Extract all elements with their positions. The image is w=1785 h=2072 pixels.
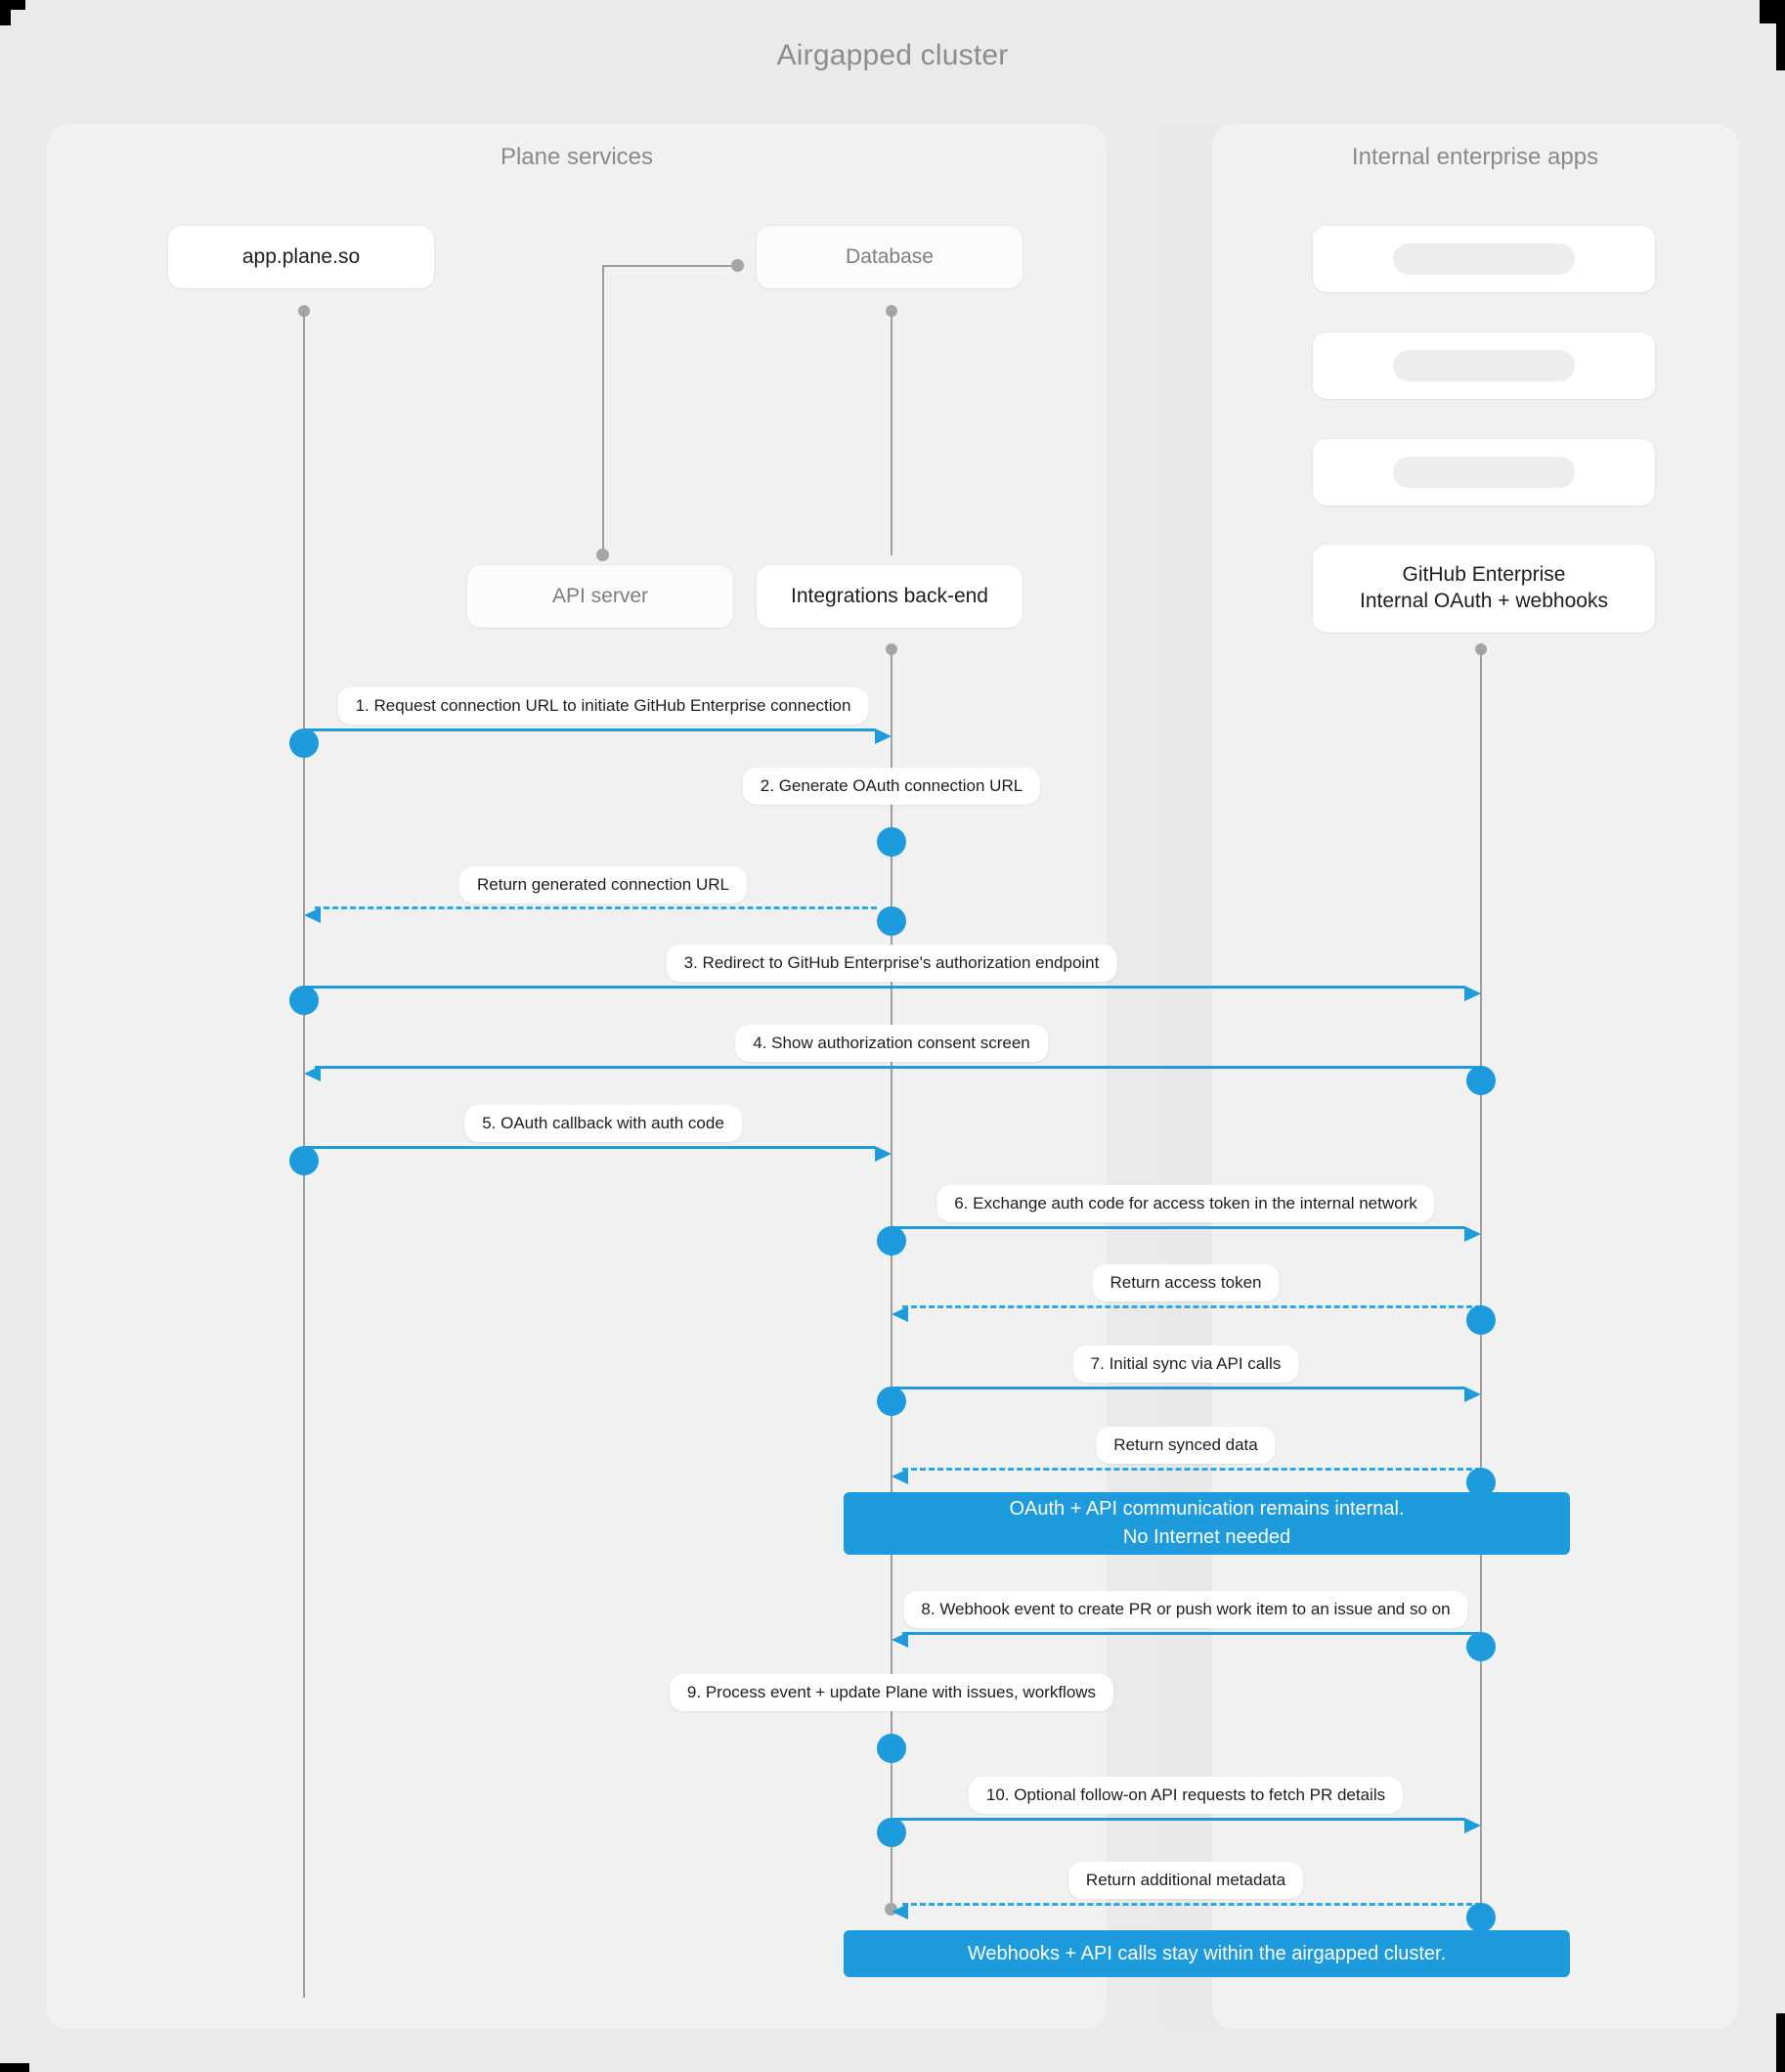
message-9-origin-dot [877, 1387, 906, 1416]
node-github-enterprise[interactable]: GitHub Enterprise Internal OAuth + webho… [1313, 545, 1655, 633]
node-api-server-label: API server [551, 584, 649, 607]
node-github-enterprise-line2: Internal OAuth + webhooks [1360, 590, 1608, 612]
message-1-line [304, 728, 875, 731]
message-1-arrowhead [875, 728, 892, 744]
connector-api-to-database-horizontal [602, 265, 737, 267]
note-communication-internal-line1: OAuth + API communication remains intern… [1009, 1498, 1405, 1520]
message-6-line [304, 1146, 875, 1149]
connector-endpoint-database-dot [731, 259, 744, 272]
message-4-arrowhead [1464, 986, 1481, 1001]
message-8-arrowhead [892, 1306, 908, 1322]
node-integrations-backend-label: Integrations back-end [791, 584, 988, 607]
message-11-line [902, 1632, 1481, 1635]
lifeline-integrations-backend [891, 649, 892, 1911]
panel-plane-services [47, 124, 1107, 2029]
message-13-arrowhead [1464, 1818, 1481, 1833]
crop-mark-top-left-horizontal [0, 0, 25, 10]
message-2-self-dot [877, 827, 906, 857]
message-11-arrowhead [892, 1632, 908, 1648]
message-10-label: Return synced data [1096, 1427, 1276, 1464]
crop-mark-top-right-vertical [1776, 0, 1785, 70]
node-github-enterprise-label: GitHub Enterprise Internal OAuth + webho… [1360, 562, 1608, 615]
message-3-line [315, 906, 877, 909]
message-8-line [902, 1305, 1481, 1308]
note-communication-internal-text: OAuth + API communication remains intern… [1009, 1495, 1404, 1552]
panel-title-internal-enterprise-apps: Internal enterprise apps [1351, 144, 1599, 170]
node-app-plane-so-label: app.plane.so [241, 244, 361, 268]
message-7-arrowhead [1464, 1226, 1481, 1242]
node-database-label: Database [846, 244, 934, 268]
note-communication-internal-line2: No Internet needed [1122, 1526, 1291, 1548]
message-6-label: 5. OAuth callback with auth code [464, 1105, 742, 1142]
placeholder-bar-icon [1393, 243, 1575, 275]
message-8-label: Return access token [1092, 1264, 1280, 1301]
message-4-line [304, 986, 1464, 989]
message-4-label: 3. Redirect to GitHub Enterprise's autho… [666, 945, 1117, 982]
node-placeholder-app-3[interactable] [1313, 439, 1655, 506]
message-1-label: 1. Request connection URL to initiate Gi… [337, 687, 869, 725]
message-14-line [902, 1903, 1481, 1906]
message-12-self-dot [877, 1734, 906, 1763]
message-14-origin-dot [1466, 1903, 1496, 1932]
node-github-enterprise-line1: GitHub Enterprise [1402, 563, 1566, 587]
message-1-origin-dot [289, 728, 319, 758]
message-13-label: 10. Optional follow-on API requests to f… [968, 1777, 1404, 1814]
crop-mark-top-left-vertical [0, 0, 11, 25]
node-api-server[interactable]: API server [467, 565, 733, 628]
lifeline-github-enterprise [1480, 649, 1482, 1911]
message-11-label: 8. Webhook event to create PR or push wo… [903, 1591, 1468, 1628]
connector-api-to-database-vertical [602, 265, 604, 554]
node-placeholder-app-1[interactable] [1313, 226, 1655, 292]
message-9-label: 7. Initial sync via API calls [1072, 1345, 1299, 1383]
message-5-origin-dot [1466, 1066, 1496, 1095]
message-5-label: 4. Show authorization consent screen [735, 1025, 1048, 1062]
lifeline-database [891, 311, 892, 555]
message-14-arrowhead [892, 1904, 908, 1919]
message-6-origin-dot [289, 1146, 319, 1175]
message-9-line [892, 1387, 1464, 1389]
connector-endpoint-api-dot [596, 549, 609, 561]
node-app-plane-so[interactable]: app.plane.so [168, 226, 434, 288]
message-12-label: 9. Process event + update Plane with iss… [669, 1674, 1114, 1711]
message-13-line [892, 1818, 1464, 1821]
message-5-arrowhead [304, 1066, 321, 1081]
message-5-line [315, 1066, 1481, 1069]
message-3-arrowhead [304, 907, 321, 923]
panel-title-plane-services: Plane services [500, 144, 654, 170]
message-13-origin-dot [877, 1818, 906, 1847]
message-4-origin-dot [289, 986, 319, 1015]
node-placeholder-app-2[interactable] [1313, 332, 1655, 399]
message-7-label: 6. Exchange auth code for access token i… [936, 1185, 1435, 1222]
message-8-origin-dot [1466, 1305, 1496, 1335]
message-10-arrowhead [892, 1469, 908, 1484]
message-7-origin-dot [877, 1226, 906, 1256]
note-airgapped-cluster-text: Webhooks + API calls stay within the air… [968, 1940, 1446, 1968]
message-7-line [892, 1226, 1464, 1229]
message-9-arrowhead [1464, 1387, 1481, 1402]
message-3-label: Return generated connection URL [459, 866, 747, 904]
message-6-arrowhead [875, 1146, 892, 1162]
message-11-origin-dot [1466, 1632, 1496, 1661]
note-airgapped-cluster: Webhooks + API calls stay within the air… [844, 1930, 1570, 1977]
crop-mark-bottom-right-vertical [1776, 2013, 1785, 2072]
placeholder-bar-icon [1393, 457, 1575, 488]
note-airgapped-cluster-line1: Webhooks + API calls stay within the air… [967, 1942, 1447, 1964]
node-database[interactable]: Database [757, 226, 1023, 288]
message-10-line [902, 1468, 1481, 1471]
message-3-origin-dot [877, 906, 906, 936]
note-communication-internal: OAuth + API communication remains intern… [844, 1492, 1570, 1555]
node-integrations-backend[interactable]: Integrations back-end [757, 565, 1023, 628]
message-2-label: 2. Generate OAuth connection URL [742, 768, 1041, 805]
placeholder-bar-icon [1393, 350, 1575, 381]
message-14-label: Return additional metadata [1067, 1862, 1304, 1899]
crop-mark-bottom-left-horizontal [0, 2063, 29, 2072]
diagram-title: Airgapped cluster [776, 39, 1009, 71]
